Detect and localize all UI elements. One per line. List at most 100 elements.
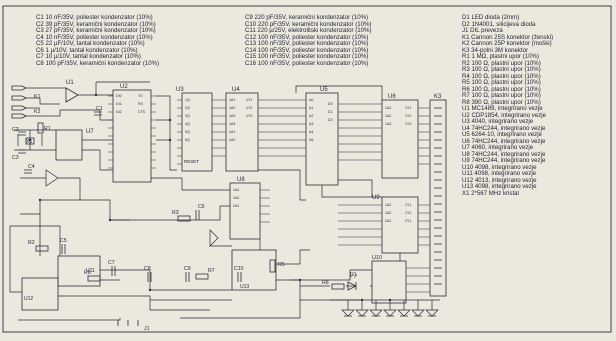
part-line: U4 74HC244, integrirano vezje: [462, 124, 546, 132]
svg-text:2A1: 2A1: [385, 219, 391, 223]
part-line: C7 10 µ/10V, tantal kondenzator (10%): [36, 53, 141, 60]
chip-label: U3: [176, 87, 184, 93]
label-j1: J1: [144, 326, 150, 332]
part-line: R8 390 Ω, plastni upor (10%): [462, 98, 541, 106]
chip-u13: [231, 249, 277, 291]
chip-u11: [57, 255, 101, 287]
svg-text:2A2: 2A2: [229, 138, 235, 142]
label-c9: C9: [184, 266, 191, 272]
pin-ticks: [108, 95, 430, 293]
svg-text:D0: D0: [328, 102, 333, 106]
resistor-r3: [177, 215, 191, 222]
svg-text:1A3: 1A3: [385, 122, 391, 126]
svg-text:D2: D2: [328, 118, 333, 122]
part-line: R7 100 Ω, plastni upor (10%): [462, 92, 541, 99]
part-line: U13 4098, integrirano vezje: [462, 183, 537, 190]
svg-text:1A2: 1A2: [233, 196, 239, 200]
chip-label: U2: [120, 84, 128, 90]
chip-u6: [381, 99, 419, 179]
part-line: C4 10 nF/35V, poliester kondenzator (10%…: [36, 33, 153, 41]
capacitor-c6: [195, 210, 200, 220]
svg-text:1Y3: 1Y3: [246, 114, 252, 118]
label-c5: C5: [60, 238, 67, 244]
chip-label: U8: [237, 177, 245, 183]
chip-label: K3: [434, 94, 442, 100]
passives: [18, 111, 358, 326]
junction-dots: [28, 93, 392, 302]
part-line: J1 DIL preveza: [462, 27, 503, 34]
part-line: R2 100 Ω, plastni upor (10%): [462, 59, 541, 67]
label-r7: R7: [208, 268, 215, 274]
svg-text:1A1: 1A1: [229, 98, 235, 102]
svg-text:3Q: 3Q: [185, 114, 190, 118]
svg-text:1A1: 1A1: [385, 106, 391, 110]
chip-label: U5: [320, 87, 328, 93]
svg-text:1A2: 1A2: [385, 211, 391, 215]
chip-label: U6: [388, 94, 396, 100]
svg-text:A2: A2: [309, 114, 313, 118]
svg-text:RX: RX: [138, 102, 144, 106]
chip-label: U1: [66, 80, 74, 86]
svg-text:1Y1: 1Y1: [246, 98, 252, 102]
label-c10: C10: [234, 266, 244, 272]
chip-u8: [229, 182, 261, 240]
svg-text:1A1: 1A1: [385, 203, 391, 207]
parts-list-left: C1 10 nF/35V, poliester kondenzator (10%…: [36, 14, 159, 67]
chip-u12: [21, 277, 59, 311]
chip-u7: [55, 129, 83, 161]
part-line: U11 4098, integrirano vezje: [462, 170, 537, 177]
label-c1: C1: [96, 106, 103, 112]
part-line: R1 1 MΩ, plastni upor (10%): [462, 53, 540, 60]
svg-text:2A1: 2A1: [233, 204, 239, 208]
label-c7: C7: [108, 260, 115, 266]
chip-label: U9: [372, 195, 380, 201]
svg-text:1Y1: 1Y1: [405, 203, 411, 207]
capacitor-c9: [185, 272, 190, 282]
svg-text:6Q: 6Q: [185, 138, 190, 142]
part-line: C14 100 nF/35V, poliester kondenzator (1…: [245, 46, 369, 54]
svg-text:1Q: 1Q: [185, 98, 190, 102]
jumper-j1: [117, 320, 139, 326]
label-r5: R5: [278, 262, 285, 268]
part-line: C1 10 nF/35V, poliester kondenzator (10%…: [36, 14, 153, 21]
svg-text:A1: A1: [309, 106, 313, 110]
part-line: U2 CDP1854, integrirano vezje: [462, 111, 547, 119]
parts-list-middle: C9 220 pF/35V, keramični kondenzator (10…: [245, 14, 372, 67]
frame-border: [2, 5, 612, 333]
svg-text:2Y1: 2Y1: [405, 219, 411, 223]
svg-text:TX: TX: [138, 94, 143, 98]
part-line: C6 1 µ/10V, tantal kondenzator (10%): [36, 46, 138, 54]
part-line: U1 MC1489, integrirano vezje: [462, 105, 543, 112]
label-c2: C2: [12, 127, 19, 133]
label-r3: R3: [172, 210, 179, 216]
crystal-x1: [25, 137, 35, 145]
label-r2: R2: [28, 240, 35, 246]
chip-k3: [429, 99, 447, 297]
svg-text:1A1: 1A1: [233, 188, 239, 192]
chip-label: U11: [86, 268, 95, 274]
svg-text:1Y2: 1Y2: [405, 211, 411, 215]
connector-arrows: [11, 85, 27, 119]
part-line: R4 100 Ω, plastni upor (10%): [462, 72, 541, 80]
chip-label: U12: [24, 296, 33, 302]
capacitor-c5: [61, 244, 66, 254]
resistor-r8: [331, 283, 345, 290]
component-labels: K1 K2 X1 C1 C2 C3 C4 C5 C6 C7 C8 C9 C10 …: [12, 94, 357, 332]
part-line: C10 220 pF/35V, keramični kondenzator (1…: [245, 20, 372, 28]
svg-text:4Q: 4Q: [185, 122, 190, 126]
svg-text:2Q: 2Q: [185, 106, 190, 110]
chip-u10: [371, 260, 407, 304]
part-line: R5 100 Ω, plastni upor (10%): [462, 79, 541, 86]
svg-text:A0: A0: [309, 98, 313, 102]
label-x1: X1: [26, 139, 32, 145]
label-c8: C8: [144, 266, 151, 272]
part-line: U3 4040, integrirano vezje: [462, 118, 534, 125]
part-line: U8 74HC244, integrirano vezje: [462, 150, 546, 158]
part-line: U10 4098, integrirano vezje: [462, 163, 537, 171]
svg-text:5Q: 5Q: [185, 130, 190, 134]
part-line: U12 4013, integrirano vezje: [462, 176, 537, 184]
part-line: D2 1N4001, silicijeva dioda: [462, 20, 536, 28]
svg-text:DI1: DI1: [116, 102, 122, 106]
